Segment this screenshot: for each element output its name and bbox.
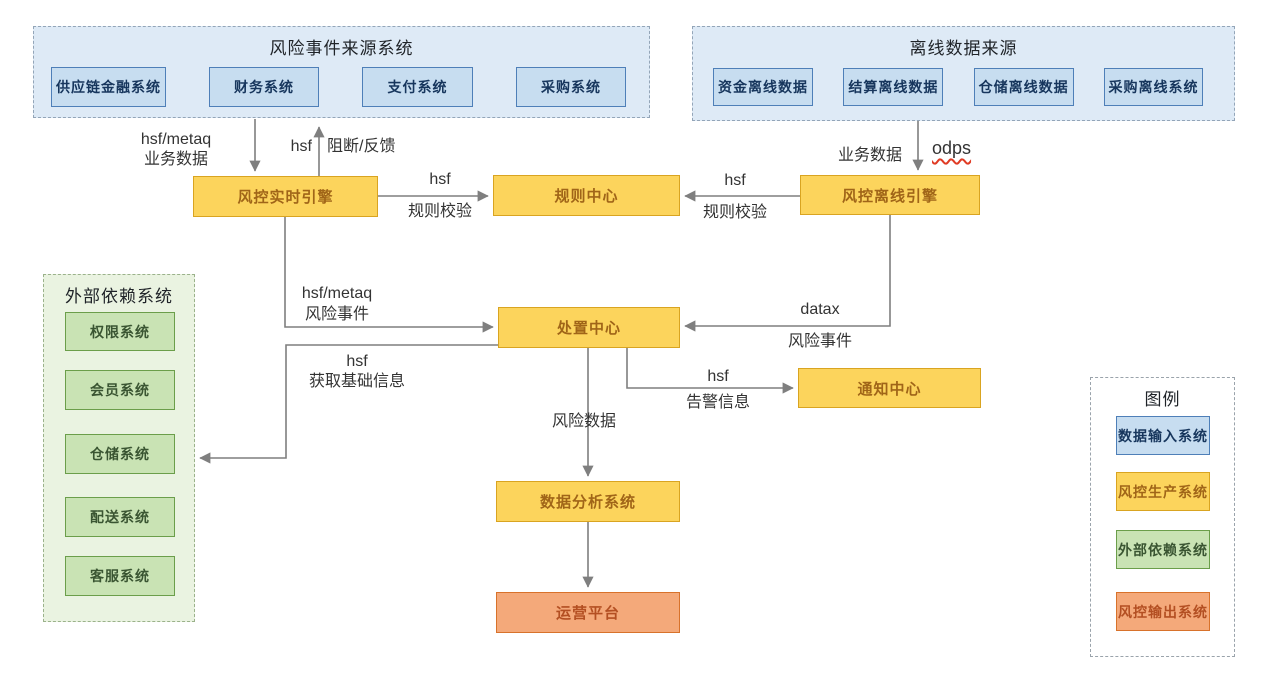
node-disposal-center: 处置中心 — [498, 307, 680, 348]
legend-item-risk-production-system: 风控生产系统 — [1116, 472, 1210, 511]
label-feedback-protocol: hsf — [290, 138, 312, 155]
group-risk-event-sources: 风险事件来源系统 供应链金融系统 财务系统 支付系统 采购系统 — [33, 26, 650, 118]
edge-realtime-engine-to-disposal-center — [284, 217, 494, 333]
node-ops-platform: 运营平台 — [496, 592, 680, 633]
group-external-dependency-systems-title: 外部依赖系统 — [65, 287, 173, 306]
node-procurement-offline-system: 采购离线系统 — [1103, 68, 1203, 106]
label-disposal-to-notify: hsf 告警信息 — [685, 368, 750, 411]
label-realtime-to-disposal: hsf/metaq 风险事件 — [301, 285, 373, 323]
node-procurement-system: 采购系统 — [516, 67, 626, 107]
label-offline-to-disposal: datax 风险事件 — [787, 301, 852, 350]
node-warehouse-system: 仓储系统 — [65, 434, 175, 474]
node-supply-chain-finance-system: 供应链金融系统 — [51, 67, 166, 107]
group-risk-event-sources-title: 风险事件来源系统 — [269, 39, 414, 58]
label-offline-to-rule: hsf 规则校验 — [702, 172, 767, 221]
group-offline-data-sources-title: 离线数据来源 — [909, 39, 1018, 58]
legend-item-risk-output-system: 风控输出系统 — [1116, 592, 1210, 631]
legend-item-external-dependency-system: 外部依赖系统 — [1116, 530, 1210, 569]
node-permission-system: 权限系统 — [65, 312, 175, 351]
node-rule-center: 规则中心 — [493, 175, 680, 216]
node-settlement-offline-data: 结算离线数据 — [843, 68, 944, 106]
node-warehouse-offline-data: 仓储离线数据 — [973, 68, 1074, 106]
group-offline-data-sources: 离线数据来源 资金离线数据 结算离线数据 仓储离线数据 采购离线系统 — [692, 26, 1235, 121]
node-notify-center: 通知中心 — [798, 368, 981, 408]
node-customer-service-system: 客服系统 — [65, 556, 175, 596]
edge-disposal-center-to-notify-center — [626, 348, 794, 394]
node-data-analysis-system: 数据分析系统 — [496, 481, 680, 522]
node-fund-offline-data: 资金离线数据 — [713, 68, 813, 106]
label-disposal-to-external: hsf 获取基础信息 — [308, 353, 405, 390]
group-external-dependency-systems: 外部依赖系统 权限系统 会员系统 仓储系统 配送系统 客服系统 — [43, 274, 195, 622]
label-odps: odps — [932, 138, 972, 158]
node-delivery-system: 配送系统 — [65, 497, 175, 537]
node-realtime-risk-engine: 风控实时引擎 — [193, 176, 378, 217]
label-risk-data: 风险数据 — [551, 413, 616, 430]
label-offline-business-data: 业务数据 — [837, 147, 902, 164]
legend-title: 图例 — [1144, 390, 1181, 409]
node-member-system: 会员系统 — [65, 370, 175, 410]
edge-offline-engine-to-disposal-center — [684, 215, 891, 332]
legend: 图例 数据输入系统 风控生产系统 外部依赖系统 风控输出系统 — [1090, 377, 1235, 657]
edge-disposal-center-to-external-deps — [199, 344, 498, 464]
node-payment-system: 支付系统 — [362, 67, 473, 107]
label-feedback: 阻断/反馈 — [327, 138, 396, 155]
label-source-to-realtime: hsf/metaq 业务数据 — [140, 131, 212, 168]
label-realtime-to-rule: hsf 规则校验 — [407, 171, 472, 220]
node-offline-risk-engine: 风控离线引擎 — [800, 175, 980, 215]
legend-item-data-input-system: 数据输入系统 — [1116, 416, 1210, 455]
node-finance-system: 财务系统 — [209, 67, 319, 107]
